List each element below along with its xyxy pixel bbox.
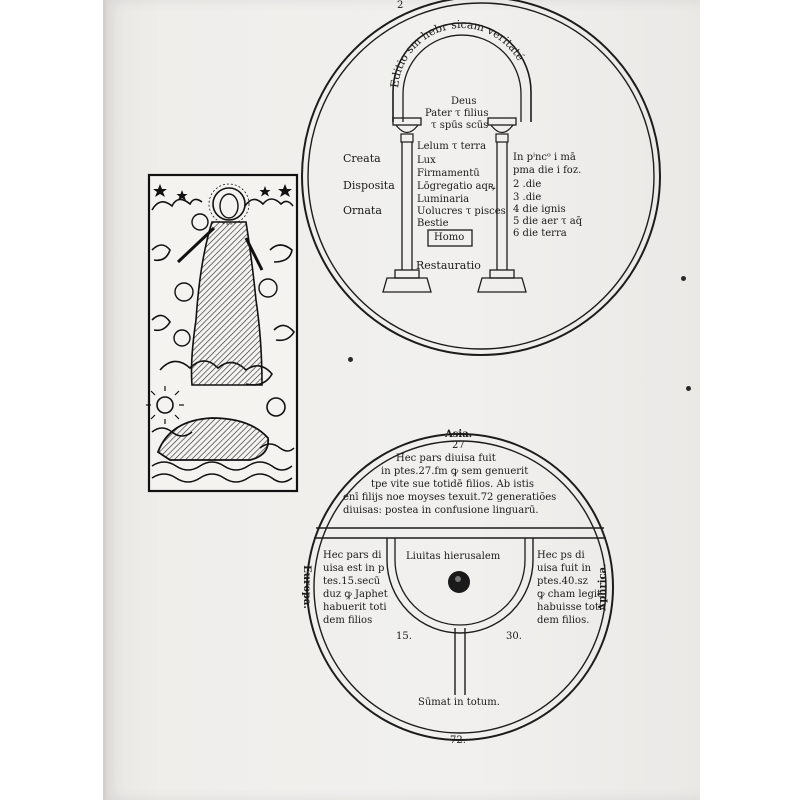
aphrica-text-2: uisa fuit in <box>537 563 592 574</box>
homo-label: Homo <box>434 232 465 243</box>
total-number: 72. <box>450 735 466 746</box>
city-bowl-inner <box>394 538 526 626</box>
europa-text-4: duz ꝙ Japhet <box>323 589 388 600</box>
trinity-line-1: Deus <box>451 96 477 107</box>
day-3: 3 .die <box>513 192 542 203</box>
left-term-creata: Creata <box>343 152 381 165</box>
aphrica-text-4: ꝙ cham legit <box>537 589 602 600</box>
restauratio-label: Restauratio <box>416 259 481 272</box>
asia-text-2: in ptes.27.fm ꝙ sem genuerit <box>381 466 529 477</box>
number-europa: 15. <box>396 631 412 642</box>
city-bowl-outer <box>386 538 534 634</box>
world-inner-ring <box>313 440 607 734</box>
day-1b: pma die i foz. <box>513 165 582 176</box>
aphrica-text-5: habuisse toti <box>537 602 603 613</box>
asia-label: Asia. <box>445 429 473 440</box>
page-marker: 2 <box>397 0 404 11</box>
left-term-ornata: Ornata <box>343 204 382 217</box>
puncture-mark <box>348 357 353 362</box>
trinity-line-2: Pater τ filius <box>425 108 489 119</box>
asia-text-4: enī filijs noe moyses texuit.72 generati… <box>343 492 557 503</box>
work-4: Lōgregatio aqꝶ <box>417 181 496 192</box>
work-2: Lux <box>417 155 436 166</box>
aphrica-text-1: Hec ps di <box>537 550 585 561</box>
europa-label: Europa. <box>300 565 312 609</box>
creation-diagram <box>301 0 661 356</box>
aphrica-text-3: ptes.40.sz <box>537 576 588 587</box>
europa-text-6: dem filios <box>323 615 373 626</box>
page-gutter <box>103 0 106 800</box>
arch-outer <box>392 22 532 122</box>
sum-label: Sūmat in totum. <box>418 697 500 708</box>
work-7: Bestie <box>417 218 449 229</box>
europa-text-1: Hec pars di <box>323 550 382 561</box>
left-column <box>382 117 432 293</box>
right-column <box>477 117 527 293</box>
woodcut-creator <box>146 173 299 493</box>
left-term-disposita: Disposita <box>343 179 395 192</box>
number-aphrica: 30. <box>506 631 522 642</box>
aphrica-text-6: dem filios. <box>537 615 590 626</box>
work-6: Uolucres τ pisces <box>417 206 506 217</box>
day-6: 6 die terra <box>513 228 567 239</box>
day-4: 4 die ignis <box>513 204 566 215</box>
asia-number: 27 <box>452 440 465 451</box>
jerusalem-center-mark <box>448 571 470 593</box>
puncture-mark <box>681 276 686 281</box>
day-2: 2 .die <box>513 179 542 190</box>
asia-text-5: diuisas: postea in confusione linguarū. <box>343 505 539 516</box>
asia-text-1: Hec pars diuisa fuit <box>396 453 496 464</box>
europa-text-2: uisa est in p <box>323 563 385 574</box>
day-1a: In pⁱncᵒ i mā <box>513 152 576 163</box>
europa-text-3: tes.15.secū <box>323 576 381 587</box>
day-5: 5 die aer τ aq̄ <box>513 216 583 227</box>
outer-ring <box>301 0 661 356</box>
work-3: Firmamentū <box>417 168 480 179</box>
inner-ring <box>307 2 655 350</box>
asia-text-3: tpe vite sue totidē filios. Ab istis <box>371 479 534 490</box>
city-label: Liuitas hierusalem <box>406 551 501 562</box>
puncture-mark <box>686 386 691 391</box>
europa-text-5: habuerit toti <box>323 602 387 613</box>
homo-box <box>427 229 473 247</box>
work-5: Luminaria <box>417 194 470 205</box>
work-1: Lelum τ terra <box>417 141 487 152</box>
world-outer-ring <box>306 433 614 741</box>
arch-inner <box>402 34 522 122</box>
world-diagram <box>306 433 614 741</box>
trinity-line-3: τ spūs scūs <box>431 120 489 131</box>
arc-title: Editio sm hebr sicam veritaté <box>388 18 527 88</box>
